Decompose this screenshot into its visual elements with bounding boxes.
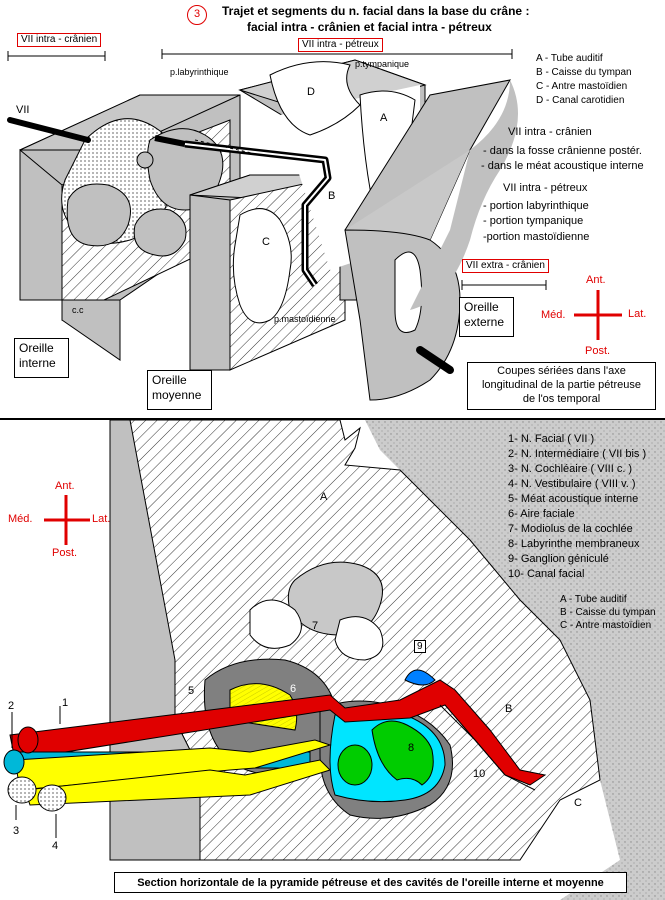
tag-vii-intra-petreux: VII intra - pétreux [298, 38, 383, 52]
ganglion-9 [404, 669, 436, 686]
label-n5: 5 [188, 685, 195, 697]
legend-abcd-2: C - Antre mastoïdien [536, 81, 628, 92]
coupes-caption-line3: de l'os temporal [522, 393, 601, 405]
legend-num-2: 3- N. Cochléaire ( VIII c. ) [508, 463, 633, 475]
bracket-intra-petreux [161, 49, 513, 59]
intra-petreux-item-2: -portion mastoïdienne [483, 231, 590, 243]
legend-num-1: 2- N. Intermédiaire ( VII bis ) [508, 448, 647, 460]
compass-top [574, 290, 622, 340]
intra-petreux-item-0: - portion labyrinthique [483, 200, 589, 212]
label-n10: 10 [473, 768, 486, 780]
coupes-caption-line1: Coupes sériées dans l'axe [497, 365, 626, 377]
box-oreille-externe: Oreille externe [459, 297, 514, 337]
bracket-extra-cranien [461, 280, 547, 290]
label-n9: 9 [414, 640, 426, 653]
label-letter-d: D [307, 86, 315, 98]
tag-vii-extra-cranien: VII extra - crânien [462, 259, 549, 273]
header-title-line2: facial intra - crânien et facial intra -… [247, 20, 492, 34]
compass-top-post: Post. [585, 345, 611, 357]
compass-top-lat: Lat. [628, 308, 647, 320]
label-letter-b: B [328, 190, 336, 202]
label-n2: 2 [8, 700, 15, 712]
legend-num-8: 9- Ganglion géniculé [508, 553, 609, 565]
legend-num-5: 6- Aire faciale [508, 508, 575, 520]
bottom-caption: Section horizontale de la pyramide pétre… [114, 872, 627, 893]
label-c: C [574, 797, 582, 809]
label-vii: VII [16, 104, 30, 116]
box-oreille-interne: Oreille interne [14, 338, 69, 378]
membranous-labyrinth-8 [371, 720, 434, 786]
intra-cranien-title: VII intra - crânien [508, 126, 592, 138]
legend-abcd-3: D - Canal carotidien [536, 95, 625, 106]
legend-num-9: 10- Canal facial [508, 568, 585, 580]
nerve-end-4 [37, 784, 67, 812]
label-letter-cc: c.c [72, 305, 84, 315]
nerve-end-2 [3, 749, 25, 775]
box-oreille-moyenne: Oreille moyenne [147, 370, 212, 410]
intra-cranien-item-0: - dans la fosse crânienne postér. [483, 145, 642, 157]
legend-num-6: 7- Modiolus de la cochlée [508, 523, 633, 535]
nerve-end-3 [7, 776, 37, 804]
label-a: A [320, 491, 328, 503]
tag-vii-intra-cranien: VII intra - crânien [17, 33, 102, 47]
label-n8: 8 [408, 742, 415, 754]
oreille-externe-line2: externe [464, 315, 505, 329]
bracket-intra-cranien [7, 51, 106, 61]
legend-num-3: 4- N. Vestibulaire ( VIII v. ) [508, 478, 636, 490]
oreille-moyenne-line2: moyenne [152, 388, 202, 402]
cochlea-coils [249, 599, 384, 661]
facial-nerve-path-top [7, 117, 454, 374]
canal-facial-10 [439, 704, 536, 791]
legend-num-7: 8- Labyrinthe membraneux [508, 538, 640, 550]
compass-bottom [44, 495, 90, 545]
compass-bottom-ant: Ant. [55, 480, 75, 492]
header-title-line1: Trajet et segments du n. facial dans la … [222, 4, 530, 18]
legend-abc-2: C - Antre mastoïdien [560, 620, 652, 631]
intra-cranien-item-1: - dans le méat acoustique interne [481, 160, 644, 172]
compass-top-med: Méd. [541, 309, 566, 321]
label-p-mastoidienne: p.mastoïdienne [274, 314, 336, 324]
legend-num-4: 5- Méat acoustique interne [508, 493, 639, 505]
label-p-tympanique: p.tympanique [355, 59, 410, 69]
legend-abcd-1: B - Caisse du tympan [536, 67, 632, 78]
label-n1: 1 [62, 697, 69, 709]
gray-bone-region [365, 420, 665, 900]
label-n7: 7 [312, 620, 319, 632]
legend-num-0: 1- N. Facial ( VII ) [508, 433, 595, 445]
oreille-interne-line2: interne [19, 356, 56, 370]
header-circle-number: 3 [187, 5, 207, 25]
compass-bottom-lat: Lat. [92, 513, 111, 525]
intra-petreux-item-1: - portion tympanique [483, 215, 584, 227]
label-b: B [505, 703, 513, 715]
legend-abcd-0: A - Tube auditif [536, 53, 603, 64]
nerve-vestibular-yellow [24, 759, 331, 806]
label-n4: 4 [52, 840, 59, 852]
legend-abc-1: B - Caisse du tympan [560, 607, 656, 618]
oreille-moyenne-line1: Oreille [152, 373, 187, 387]
box-coupes-caption: Coupes sériées dans l'axe longitudinal d… [467, 362, 656, 410]
label-letter-c: C [262, 236, 270, 248]
oreille-interne-line1: Oreille [19, 341, 54, 355]
nerve-end-1 [17, 726, 39, 754]
compass-top-ant: Ant. [586, 274, 606, 286]
label-letter-a: A [380, 112, 388, 124]
compass-bottom-post: Post. [52, 547, 78, 559]
facial-nerve-red [9, 679, 547, 786]
intra-petreux-title: VII intra - pétreux [503, 182, 588, 194]
coupes-caption-line2: longitudinal de la partie pétreuse [481, 379, 641, 391]
number-arrows [11, 706, 61, 838]
membranous-labyrinth-small [337, 744, 373, 786]
oreille-externe-line1: Oreille [464, 300, 499, 314]
compass-bottom-med: Méd. [8, 513, 33, 525]
legend-abc-0: A - Tube auditif [560, 594, 627, 605]
label-p-labyrinthique: p.labyrinthique [170, 67, 229, 77]
label-n6: 6 [290, 683, 297, 695]
label-n3: 3 [13, 825, 20, 837]
